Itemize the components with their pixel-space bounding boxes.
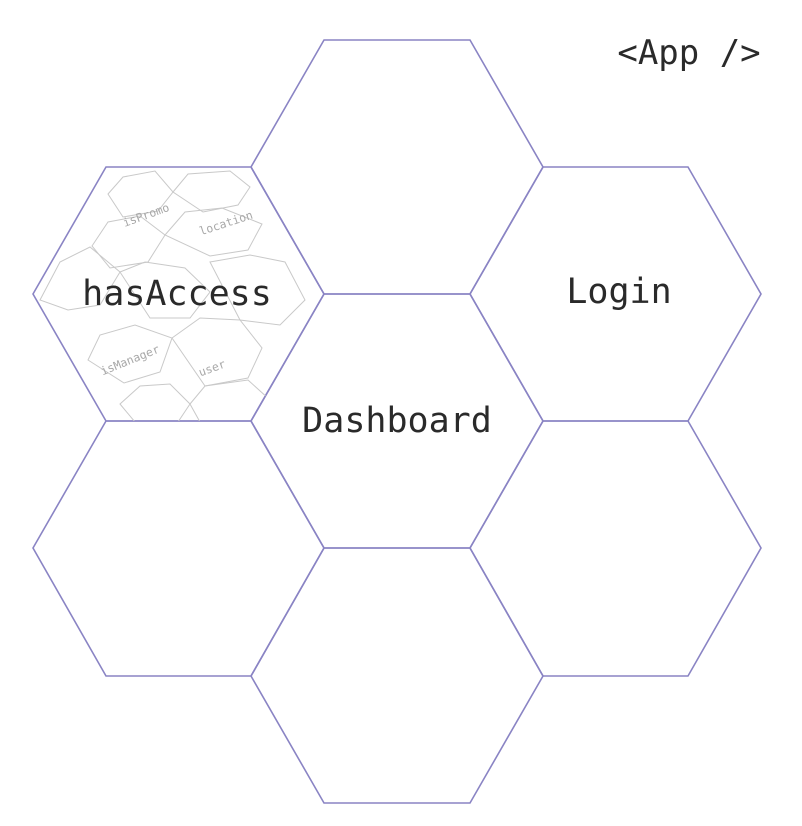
prop-label-ispromo: isPromo xyxy=(121,200,171,230)
mini-hex xyxy=(171,317,263,387)
mini-hex xyxy=(119,261,211,319)
hex-label-hasaccess: hasAccess xyxy=(82,274,272,314)
prop-label-location: location xyxy=(197,208,254,238)
app-component-label: <App /> xyxy=(617,33,760,73)
mini-hex xyxy=(189,379,271,421)
mini-hex xyxy=(119,383,191,421)
prop-label-ismanager: isManager xyxy=(98,342,161,378)
hex-bottom xyxy=(250,547,544,804)
hex-label-login: Login xyxy=(566,272,671,312)
hex-lower-right xyxy=(469,420,762,677)
mini-hex xyxy=(164,207,263,257)
prop-label-user: user xyxy=(197,357,228,380)
hex-lower-left xyxy=(32,420,325,677)
hex-label-dashboard: Dashboard xyxy=(302,401,492,441)
hex-top xyxy=(250,39,544,295)
mini-hex xyxy=(172,170,251,213)
